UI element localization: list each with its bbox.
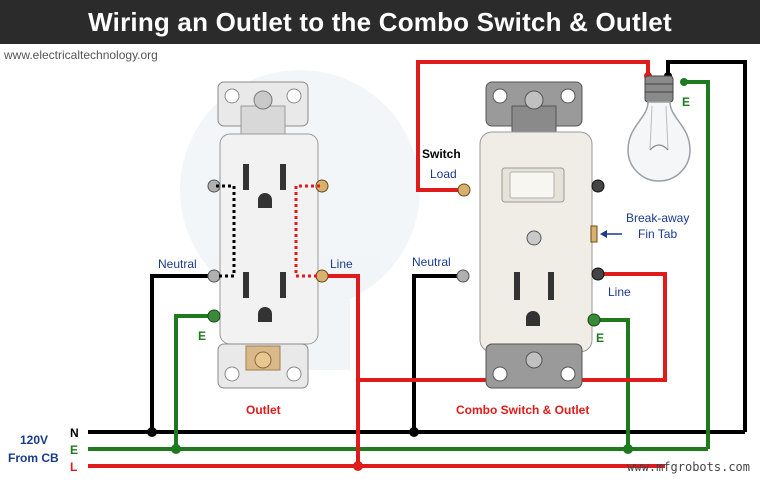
fin-tab-label-line1: Break-away (626, 211, 689, 225)
combo-device (456, 81, 605, 389)
outlet-line-label: Line (330, 257, 353, 271)
website-label: www.electricaltechnology.org (4, 48, 158, 62)
earth-bus-letter: E (70, 443, 78, 457)
combo-neutral-label: Neutral (412, 255, 451, 269)
watermark-label: www.mfgrobots.com (627, 460, 750, 474)
combo-line-label: Line (608, 285, 631, 299)
combo-earth-label: E (596, 331, 604, 345)
combo-caption: Combo Switch & Outlet (456, 403, 589, 417)
earth-wires (88, 80, 710, 451)
lamp-earth-label: E (682, 95, 690, 109)
title-bar: Wiring an Outlet to the Combo Switch & O… (0, 0, 760, 44)
lamp-bulb (627, 75, 691, 182)
fin-tab-label-line2: Fin Tab (638, 227, 677, 241)
outlet-neutral-label: Neutral (158, 257, 197, 271)
line-bus-letter: L (70, 460, 77, 474)
outlet-device (207, 81, 329, 389)
junction-dots (147, 72, 688, 471)
outlet-caption: Outlet (246, 403, 281, 417)
combo-load-label: Load (430, 167, 457, 181)
supply-source-label: From CB (8, 451, 59, 465)
fin-tab-arrow (600, 230, 622, 238)
supply-voltage-label: 120V (20, 433, 48, 447)
line-wires (88, 60, 667, 468)
outlet-earth-label: E (198, 329, 206, 343)
diagram-title: Wiring an Outlet to the Combo Switch & O… (88, 6, 672, 37)
neutral-bus-letter: N (70, 426, 79, 440)
combo-switch-label: Switch (422, 147, 461, 161)
